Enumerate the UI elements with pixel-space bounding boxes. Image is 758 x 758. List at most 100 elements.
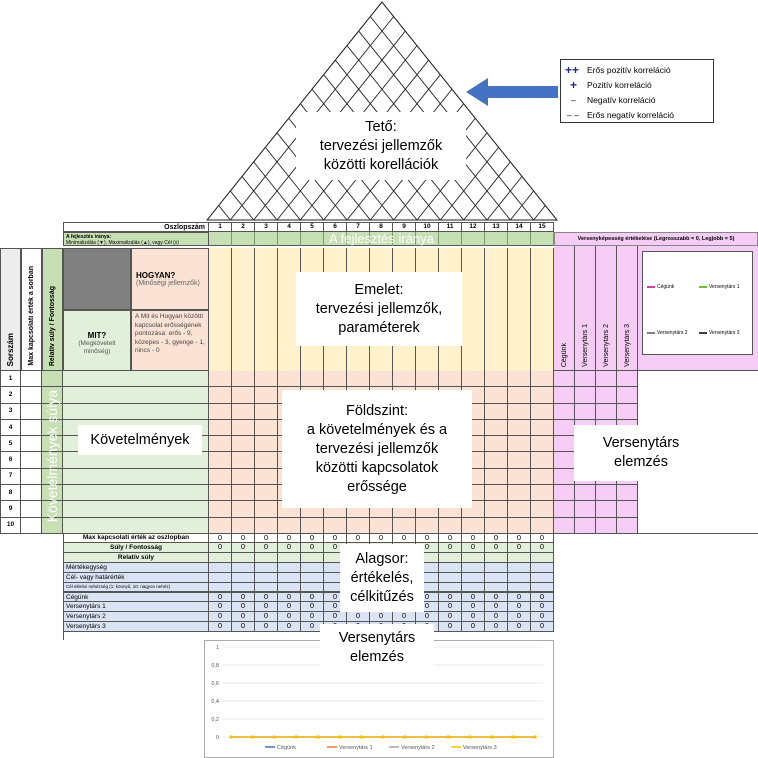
competitor-rating-cell[interactable]: [596, 387, 617, 404]
basement-value[interactable]: 0: [485, 602, 508, 612]
relationship-cell[interactable]: [393, 501, 416, 518]
basement-value[interactable]: [508, 553, 531, 563]
basement-value[interactable]: [209, 573, 232, 583]
basement-value[interactable]: 0: [485, 543, 508, 553]
basement-value[interactable]: [278, 553, 301, 563]
relationship-cell[interactable]: [508, 419, 531, 437]
competitor-rating-cell[interactable]: [596, 371, 617, 388]
relationship-cell[interactable]: [508, 387, 531, 404]
basement-value[interactable]: [301, 573, 324, 583]
competitor-rating-cell[interactable]: [617, 517, 638, 534]
relationship-cell[interactable]: [370, 371, 393, 388]
direction-cell[interactable]: [209, 232, 232, 246]
competitor-rating-cell[interactable]: [575, 501, 596, 518]
row-weight-cell[interactable]: [42, 419, 63, 437]
relationship-cell[interactable]: [209, 387, 232, 404]
relationship-cell[interactable]: [531, 468, 554, 486]
relationship-cell[interactable]: [393, 517, 416, 534]
basement-value[interactable]: [232, 563, 255, 573]
basement-value[interactable]: [508, 583, 531, 592]
requirement-cell[interactable]: [63, 371, 209, 388]
basement-value[interactable]: [232, 573, 255, 583]
row-weight-cell[interactable]: [42, 387, 63, 404]
relationship-cell[interactable]: [209, 419, 232, 437]
relationship-cell[interactable]: [485, 485, 508, 502]
competitor-rating-cell[interactable]: [596, 403, 617, 420]
basement-value[interactable]: [508, 563, 531, 573]
relationship-cell[interactable]: [485, 436, 508, 453]
direction-cell[interactable]: [370, 232, 393, 246]
basement-value[interactable]: [255, 553, 278, 563]
basement-value[interactable]: 0: [485, 534, 508, 543]
basement-value[interactable]: 0: [301, 593, 324, 602]
competitor-rating-cell[interactable]: [617, 371, 638, 388]
relationship-cell[interactable]: [508, 371, 531, 388]
basement-value[interactable]: 0: [278, 593, 301, 602]
basement-value[interactable]: [508, 573, 531, 583]
relationship-cell[interactable]: [255, 419, 278, 437]
basement-value[interactable]: 0: [393, 534, 416, 543]
relationship-cell[interactable]: [232, 403, 255, 420]
basement-value[interactable]: [301, 563, 324, 573]
relationship-cell[interactable]: [531, 387, 554, 404]
basement-value[interactable]: [232, 553, 255, 563]
basement-value[interactable]: 0: [439, 612, 462, 622]
basement-value[interactable]: 0: [347, 534, 370, 543]
basement-value[interactable]: [531, 573, 554, 583]
basement-value[interactable]: 0: [531, 602, 554, 612]
relationship-cell[interactable]: [531, 403, 554, 420]
competitor-rating-cell[interactable]: [554, 501, 575, 518]
basement-value[interactable]: [416, 563, 439, 573]
relationship-cell[interactable]: [508, 485, 531, 502]
basement-value[interactable]: [232, 583, 255, 592]
basement-value[interactable]: 0: [439, 602, 462, 612]
requirement-cell[interactable]: [63, 485, 209, 502]
competitor-rating-cell[interactable]: [554, 371, 575, 388]
competitor-rating-cell[interactable]: [617, 485, 638, 502]
basement-value[interactable]: 0: [301, 543, 324, 553]
relationship-cell[interactable]: [255, 468, 278, 486]
relationship-cell[interactable]: [531, 501, 554, 518]
basement-value[interactable]: 0: [370, 612, 393, 622]
relationship-cell[interactable]: [255, 501, 278, 518]
requirement-cell[interactable]: [63, 387, 209, 404]
basement-value[interactable]: 0: [462, 622, 485, 632]
basement-value[interactable]: 0: [508, 593, 531, 602]
basement-value[interactable]: 0: [255, 593, 278, 602]
requirement-cell[interactable]: [63, 517, 209, 534]
relationship-cell[interactable]: [439, 501, 462, 518]
basement-value[interactable]: 0: [439, 543, 462, 553]
basement-value[interactable]: 0: [232, 593, 255, 602]
relationship-cell[interactable]: [416, 371, 439, 388]
competitor-rating-cell[interactable]: [575, 371, 596, 388]
relationship-cell[interactable]: [508, 436, 531, 453]
basement-value[interactable]: 0: [209, 534, 232, 543]
direction-cell[interactable]: [416, 232, 439, 246]
basement-value[interactable]: [301, 553, 324, 563]
competitor-rating-cell[interactable]: [554, 419, 575, 437]
row-weight-cell[interactable]: [42, 468, 63, 486]
basement-value[interactable]: [485, 583, 508, 592]
direction-cell[interactable]: [232, 232, 255, 246]
direction-cell[interactable]: [439, 232, 462, 246]
basement-value[interactable]: 0: [531, 543, 554, 553]
relationship-cell[interactable]: [255, 452, 278, 469]
relationship-cell[interactable]: [439, 517, 462, 534]
competitor-rating-cell[interactable]: [617, 501, 638, 518]
basement-value[interactable]: [462, 573, 485, 583]
basement-value[interactable]: 0: [508, 602, 531, 612]
direction-cell[interactable]: [278, 232, 301, 246]
basement-value[interactable]: [485, 563, 508, 573]
relationship-cell[interactable]: [485, 419, 508, 437]
relationship-cell[interactable]: [301, 501, 324, 518]
direction-cell[interactable]: [324, 232, 347, 246]
basement-value[interactable]: 0: [508, 543, 531, 553]
basement-value[interactable]: 0: [232, 543, 255, 553]
relationship-cell[interactable]: [255, 403, 278, 420]
relationship-cell[interactable]: [531, 485, 554, 502]
relationship-cell[interactable]: [508, 517, 531, 534]
basement-value[interactable]: [278, 583, 301, 592]
relationship-cell[interactable]: [531, 517, 554, 534]
relationship-cell[interactable]: [370, 517, 393, 534]
basement-value[interactable]: [255, 583, 278, 592]
